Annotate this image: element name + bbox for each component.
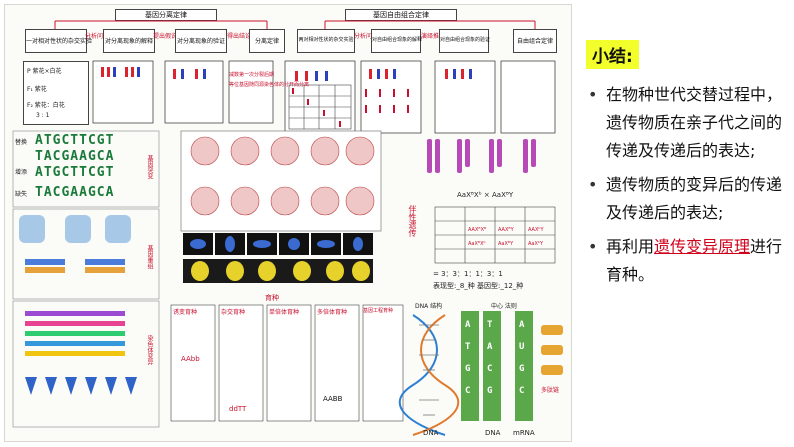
svg-text:A: A — [487, 342, 493, 352]
svg-text:G: G — [465, 364, 470, 374]
ind-step-2: 对自由组合现象的解释 — [371, 29, 423, 53]
seg-step-3-label: 对分离现象的验证 — [176, 38, 225, 45]
ind-step-1-label: 两对相对性状的杂交实验 — [298, 37, 354, 43]
svg-text:C: C — [487, 364, 492, 374]
ind-step-3-label: 对自由组合现象的验证 — [440, 37, 491, 43]
sex-ratio: = 3：3：1：1：3：1 — [433, 270, 503, 278]
dna-row-4: TACGAAGCA — [35, 185, 115, 200]
breeding-type-5: 基因工程育种 — [363, 308, 394, 314]
svg-text:U: U — [519, 342, 524, 352]
svg-text:AaXᵇY: AaXᵇY — [528, 241, 544, 247]
dna-row-1: ATGCTTCGT — [35, 133, 115, 148]
ind-law-box: 自由组合定律 — [513, 29, 557, 53]
seg-label-2: 提出假说 — [153, 33, 178, 40]
breeding-type-1: 诱变育种 — [173, 309, 198, 316]
seg-step-1: 一对相对性状的杂交实验 — [25, 29, 93, 53]
ind-label-3: 演绎推理 — [421, 33, 446, 40]
summary-item-2: 遗传物质的变异后的传递及传递后的表达; — [580, 171, 790, 227]
dna-row-label-3: 缺失 — [15, 191, 28, 198]
summary-item-1: 在物种世代交替过程中，遗传物质在亲子代之间的传递及传递后的表达; — [580, 81, 790, 165]
svg-text:A: A — [519, 320, 525, 330]
breeding-type-3: 单倍体育种 — [269, 309, 300, 316]
summary-list: 在物种世代交替过程中，遗传物质在亲子代之间的传递及传递后的表达; 遗传物质的变异… — [580, 81, 790, 289]
seg-step-1-label: 一对相对性状的杂交实验 — [26, 38, 93, 45]
svg-text:AAXᴮY: AAXᴮY — [498, 227, 515, 233]
section-chrom-var: 染色体变异 — [146, 335, 153, 365]
seg-law-box: 分离定律 — [249, 29, 285, 53]
genetics-diagrams-graphic: AAXᴮXᴮ AAXᴮY AAXᵇY AaXᴮXᵇ AaXᴮY AaXᵇY — [12, 20, 563, 436]
ind-step-3: 对自由组合现象的验证 — [439, 29, 491, 53]
genetics-concept-collage: 基因分离定律 基因自由组合定律 一对相对性状的杂交实验 分析问题 对分离现象的解… — [4, 4, 572, 442]
svg-text:AaXᴮY: AaXᴮY — [498, 241, 514, 247]
svg-text:G: G — [487, 386, 492, 396]
dogma-label-3: mRNA — [513, 429, 535, 437]
independent-title: 基因自由组合定律 — [373, 11, 429, 19]
dna-row-3: ATGCTTCGT — [35, 165, 115, 180]
sex-cross: AaXᴮXᵇ × AaXᴮY — [457, 191, 514, 199]
svg-text:C: C — [465, 386, 470, 396]
summary-item-3-prefix: 再利用 — [606, 237, 655, 256]
section-gene-mutation: 基因突变 — [146, 155, 153, 179]
ind-law-label: 自由组合定律 — [516, 38, 553, 45]
cross-p: P 紫花×白花 — [27, 68, 62, 75]
svg-text:C: C — [519, 386, 524, 396]
svg-text:AAXᴮXᴮ: AAXᴮXᴮ — [468, 227, 486, 233]
seg-step-3: 对分离现象的验证 — [175, 29, 227, 53]
seg-label-1: 分析问题 — [85, 33, 110, 40]
seg-label-4: 得出结论 — [227, 33, 252, 40]
ind-label-1: 分析问题 — [354, 33, 379, 40]
cross-ratio: 3 : 1 — [36, 112, 50, 119]
summary-item-3: 再利用遗传变异原理进行育种。 — [580, 233, 790, 289]
svg-text:G: G — [519, 364, 524, 374]
meiosis-note-1: 减数第一次分裂后期 — [229, 72, 275, 78]
sex-linked-label: 伴性遗传 — [408, 205, 417, 237]
sex-phenotypes: 表现型:_8_种 基因型:_12_种 — [433, 282, 524, 290]
dna-row-label-2: 增添 — [15, 169, 28, 176]
seg-law-label: 分离定律 — [254, 38, 279, 45]
svg-text:T: T — [465, 342, 471, 352]
seg-step-2: 对分离现象的解释 — [103, 29, 155, 53]
dogma-label-2: DNA — [485, 429, 501, 437]
cross-f1: F₁ 紫花 — [27, 86, 47, 93]
breeding-result-3: AABB — [323, 395, 343, 403]
breeding-type-2: 杂交育种 — [221, 309, 246, 316]
seg-step-2-label: 对分离现象的解释 — [104, 38, 153, 45]
dna-row-label-1: 替换 — [15, 139, 28, 146]
svg-text:A: A — [465, 320, 471, 330]
breeding-type-4: 多倍体育种 — [317, 309, 348, 316]
breeding-result-1: AAbb — [181, 355, 200, 363]
svg-text:AAXᵇY: AAXᵇY — [528, 227, 545, 233]
cross-f2: F₂ 紫花：白花 — [27, 102, 65, 109]
summary-item-3-suffix: 进行育种。 — [606, 237, 783, 284]
svg-text:T: T — [487, 320, 493, 330]
meiosis-note-2: 等位基因随同源染色体的分开而分离 — [229, 82, 310, 88]
ind-step-1: 两对相对性状的杂交实验 — [297, 29, 355, 53]
breeding-result-2: ddTT — [229, 405, 247, 413]
section-gene-recomb: 基因重组 — [146, 245, 153, 269]
dna-row-2: TACGAAGCA — [35, 149, 115, 164]
dogma-title-2: 中心 法则 — [491, 303, 517, 310]
svg-text:AaXᴮXᵇ: AaXᴮXᵇ — [468, 241, 486, 247]
monohybrid-cross-box: P 紫花×白花 F₁ 紫花 F₂ 紫花：白花 3 : 1 — [23, 61, 89, 125]
ind-step-2-label: 对自由组合现象的解释 — [372, 37, 423, 43]
summary-item-3-highlight: 遗传变异原理 — [654, 237, 751, 256]
dogma-label-1: DNA — [423, 429, 439, 437]
segregation-title: 基因分离定律 — [145, 11, 187, 19]
breeding-title: 育种 — [265, 294, 279, 302]
dogma-title-1: DNA 结构 — [415, 303, 443, 310]
dogma-label-4: 多肽链 — [541, 387, 560, 394]
summary-title: 小结: — [586, 40, 639, 69]
summary-panel: 小结: 在物种世代交替过程中，遗传物质在亲子代之间的传递及传递后的表达; 遗传物… — [580, 40, 790, 295]
